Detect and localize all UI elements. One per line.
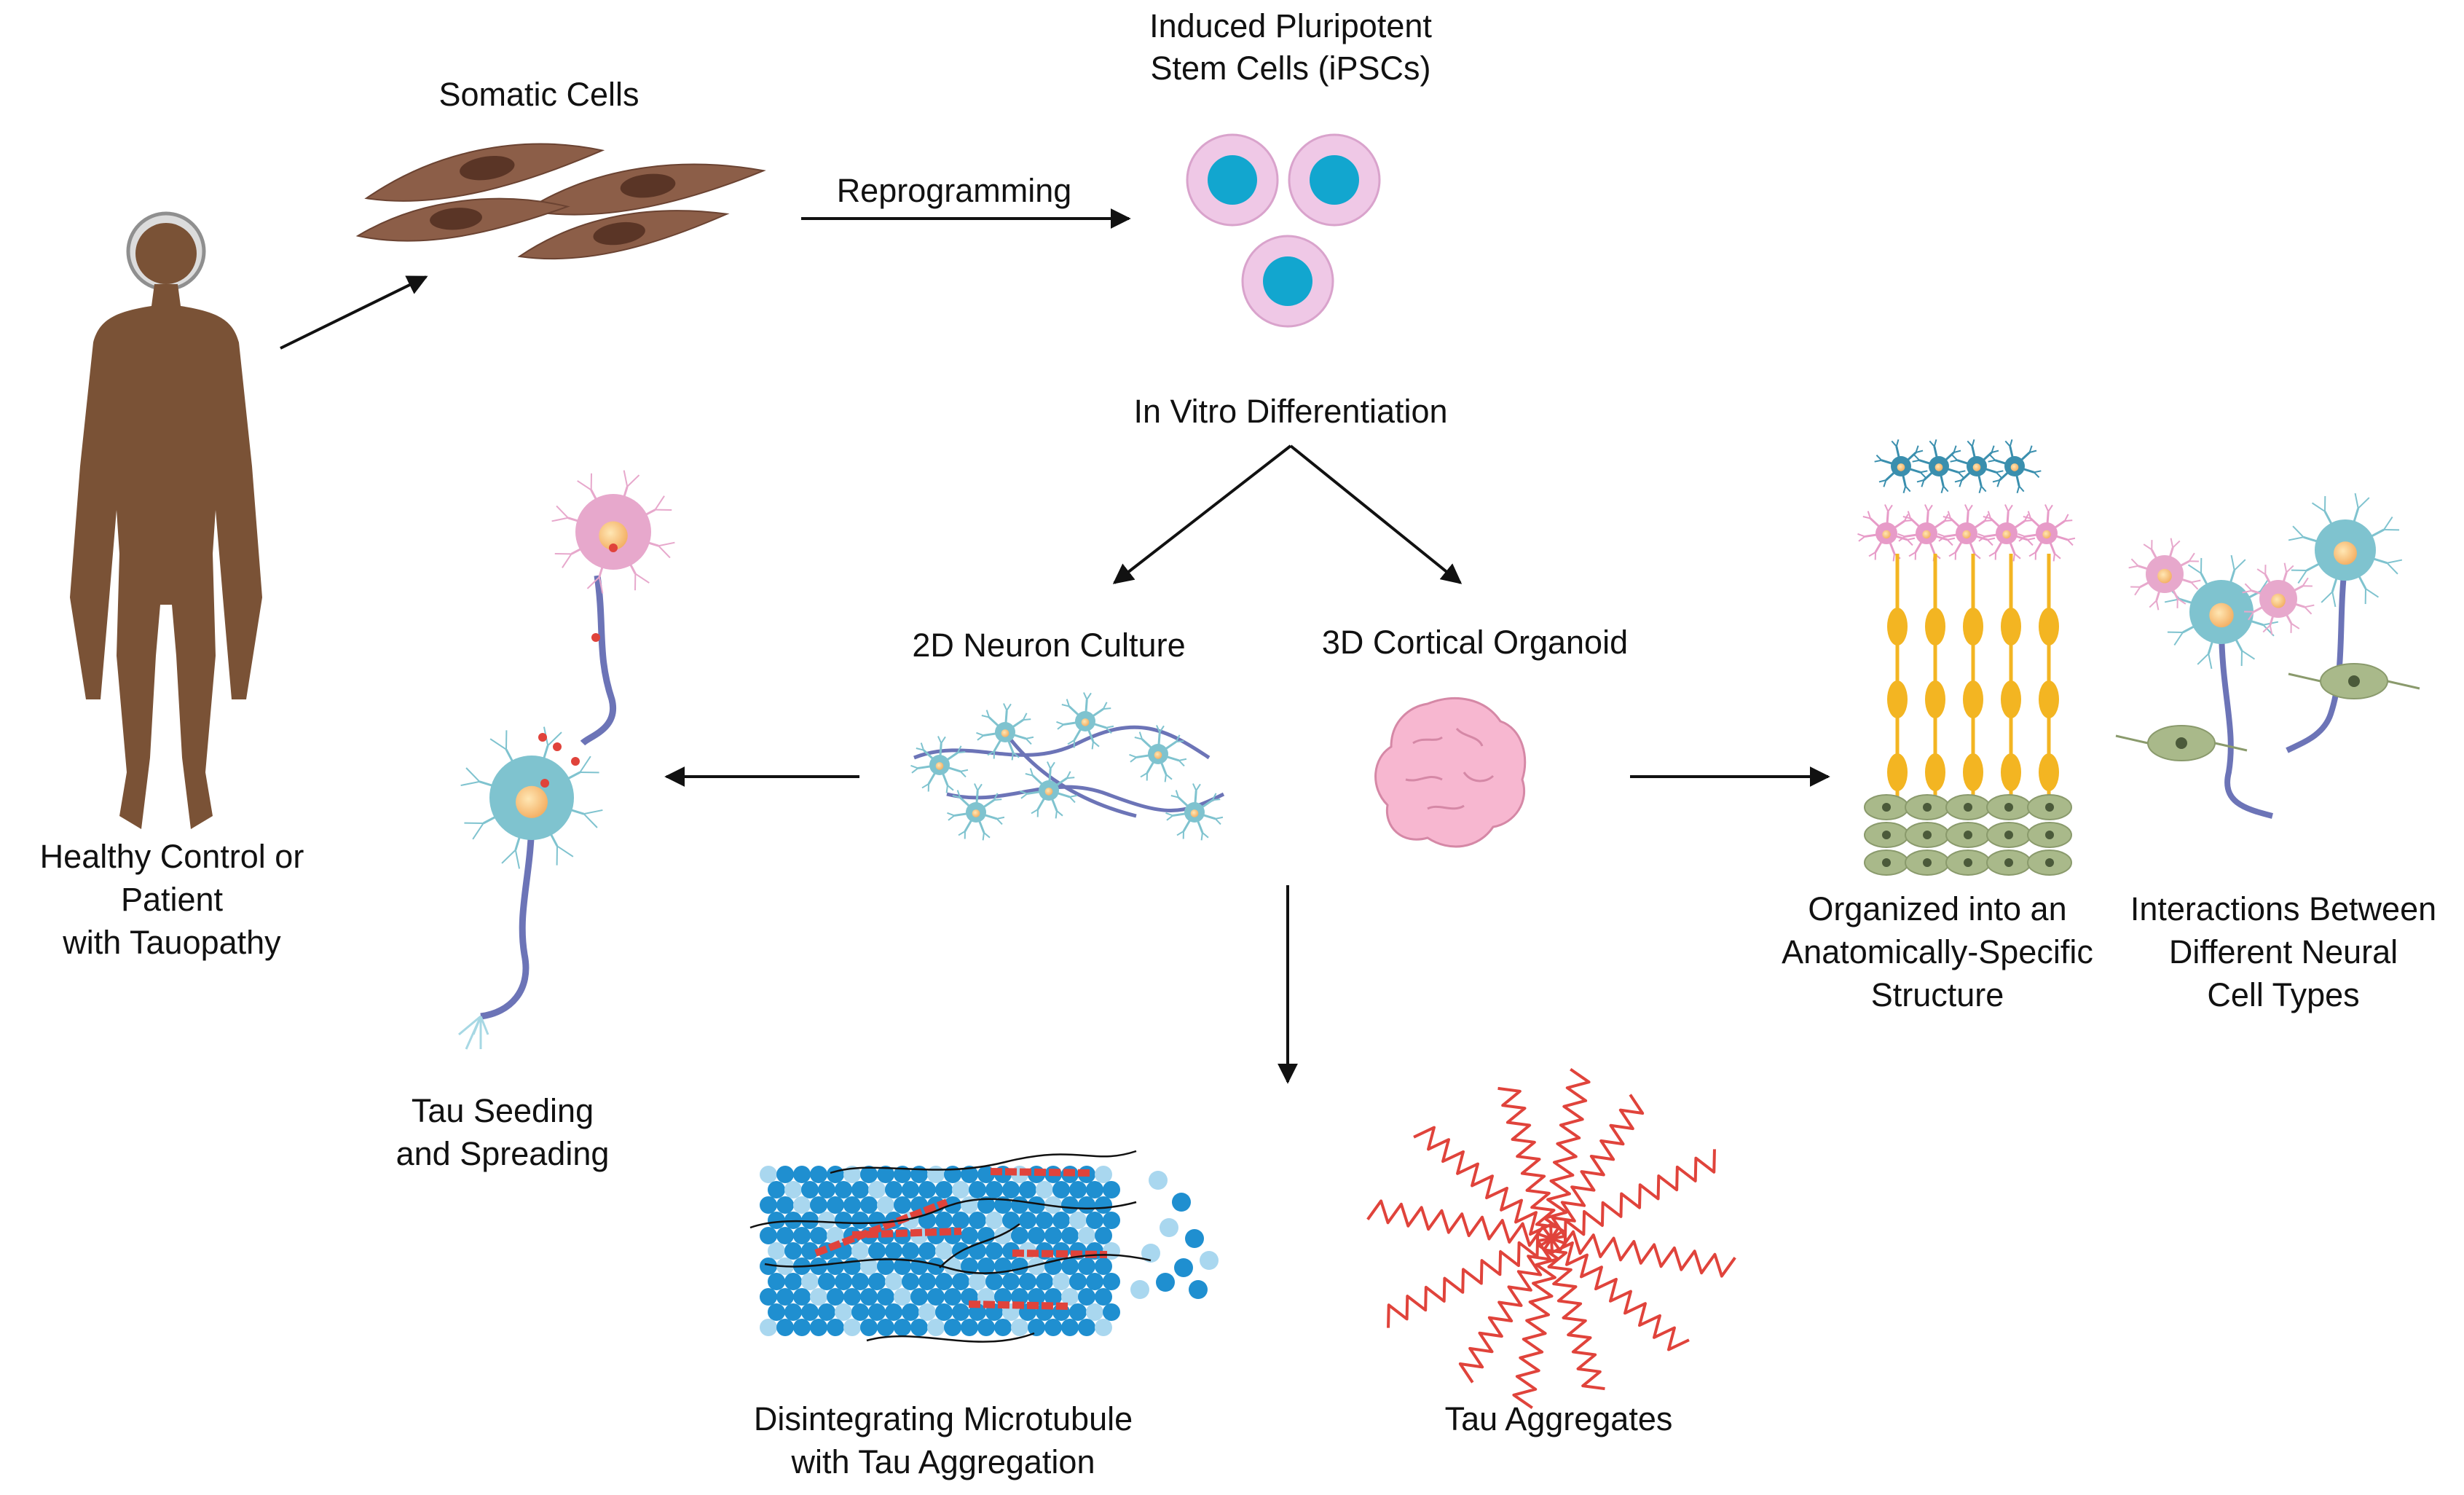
tau-seeding-label-line1: Tau Seeding <box>411 1092 594 1129</box>
cortical-organoid-3d-label: 3D Cortical Organoid <box>1321 624 1629 661</box>
cortical-organoid-illustration <box>1374 697 1527 848</box>
neuron-culture-2d-illustration <box>910 692 1225 841</box>
arrow-human-to-somatic <box>280 275 428 350</box>
human-silhouette-icon <box>70 211 262 829</box>
interactions-label-line2: Different Neural <box>2168 933 2398 970</box>
in-vitro-differentiation-label: In Vitro Differentiation <box>1133 393 1448 430</box>
organized-structure-label-line3: Structure <box>1870 976 2004 1013</box>
neural-cell-interactions-illustration <box>2115 493 2420 819</box>
arrow-to-3d-organoid <box>1289 444 1463 584</box>
organized-structure-label-line2: Anatomically-Specific <box>1782 933 2093 970</box>
tau-aggregates-illustration <box>1366 1067 1736 1410</box>
tau-seeding-neurons-illustration <box>458 470 675 1050</box>
somatic-cells-illustration <box>355 143 766 260</box>
tau-aggregates-label: Tau Aggregates <box>1444 1400 1673 1437</box>
tau-seeding-label-line2: and Spreading <box>395 1135 610 1172</box>
microtubule-label-line1: Disintegrating Microtubule <box>753 1400 1133 1437</box>
organized-structure-label-line1: Organized into an <box>1808 890 2067 927</box>
arrow-to-2d-culture <box>1112 444 1292 584</box>
human-label-line1: Healthy Control or <box>39 838 304 875</box>
interactions-label-line3: Cell Types <box>2207 976 2360 1013</box>
flow-arrows <box>280 208 1830 1084</box>
human-label-line2: Patient <box>120 881 224 918</box>
ipsc-label-line1: Induced Pluripotent <box>1149 7 1432 44</box>
interactions-label-line1: Interactions Between <box>2130 890 2437 927</box>
disintegrating-microtubule-illustration <box>749 1150 1219 1343</box>
somatic-cells-label: Somatic Cells <box>438 76 639 113</box>
reprogramming-label: Reprogramming <box>836 172 1072 209</box>
neuron-culture-2d-label: 2D Neuron Culture <box>912 627 1186 664</box>
human-label-line3: with Tauopathy <box>63 924 281 961</box>
microtubule-label-line2: with Tau Aggregation <box>791 1443 1095 1480</box>
ipsc-label-line2: Stem Cells (iPSCs) <box>1150 50 1431 87</box>
organized-cortical-layers-illustration <box>1857 439 2076 876</box>
ipsc-cells-illustration <box>1186 133 1381 328</box>
